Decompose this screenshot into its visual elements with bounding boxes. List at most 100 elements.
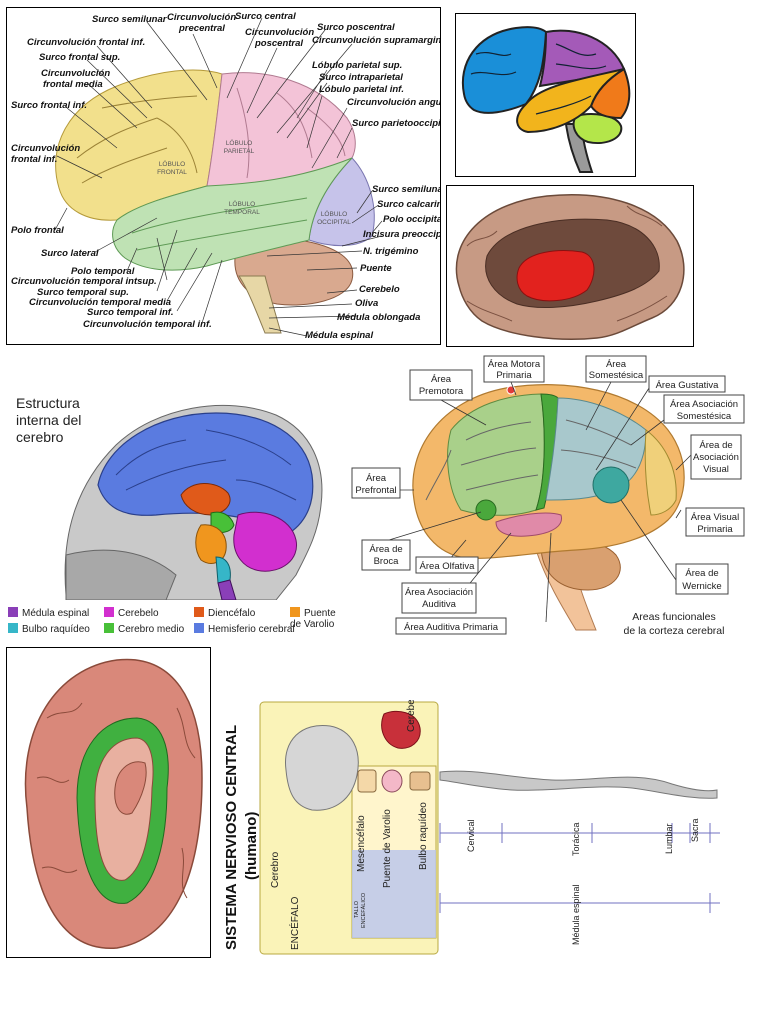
cns-label-medula: Médula espinal bbox=[571, 884, 581, 945]
cns-cerebellum-shape bbox=[381, 710, 421, 749]
internal-structure-title: Estructura interna del cerebro bbox=[16, 395, 81, 446]
label-surco-parietooccipital: Surco parietooccipital bbox=[352, 118, 440, 129]
fa-gyri-lines bbox=[425, 419, 637, 501]
cns-label-cerebelo: Cerebelo bbox=[406, 700, 417, 732]
fa-olfativa: Área Olfativa bbox=[420, 561, 476, 572]
label-lobulo-parietal-sup: Lóbulo parietal sup. bbox=[312, 60, 402, 71]
legend-swatch-bulbo bbox=[8, 623, 18, 633]
label-polo-temporal: Polo temporal bbox=[71, 266, 135, 277]
leader-lines bbox=[54, 17, 383, 337]
brainstem-highlight bbox=[352, 850, 436, 938]
cns-puente-shape bbox=[381, 769, 403, 793]
title-line-3: cerebro bbox=[16, 429, 64, 445]
label-surco-temporal-sup: Surco temporal sup. bbox=[37, 287, 129, 298]
fa-asoc-visual-1: Área de bbox=[699, 440, 732, 451]
legend-item-hemisferio: Hemisferio cerebral bbox=[194, 623, 295, 635]
temporal-gyri-lines bbox=[131, 197, 308, 251]
lateral-brain-labels: Surco semilunar Circunvolución precentra… bbox=[11, 11, 440, 341]
label-incisura-preoccipital: Incisura preoccipital bbox=[363, 229, 440, 240]
fa-visual-primaria-2: Primaria bbox=[697, 524, 733, 535]
cerebral-hemisphere-region bbox=[97, 412, 314, 536]
cns-bulbo-shape bbox=[409, 771, 431, 791]
cns-brain-shape bbox=[285, 724, 359, 811]
fa-motora-1: Área Motora bbox=[488, 359, 541, 370]
brainstem-region bbox=[238, 275, 282, 334]
functional-areas-panel: Área Premotora Área Motora Primaria Área… bbox=[346, 350, 751, 643]
fa-prefrontal-2: Prefrontal bbox=[355, 485, 396, 496]
label-medula-oblongada: Médula oblongada bbox=[337, 312, 420, 323]
lobe-temporal-caption-1: LÓBULO bbox=[229, 199, 255, 208]
hemisphere-gyri-lines bbox=[115, 429, 297, 501]
cns-labels: Cerebelo Cerebro Mesencéfalo Puente de V… bbox=[270, 700, 700, 950]
title-line-1: Estructura bbox=[16, 395, 80, 411]
temporal-lobe-region bbox=[112, 157, 353, 271]
insula-region bbox=[516, 250, 595, 302]
label-lobulo-parietal-inf: Lóbulo parietal inf. bbox=[319, 84, 404, 95]
fa-broca-region bbox=[475, 499, 497, 521]
cns-title-2: (humano) bbox=[243, 812, 260, 880]
legend-item-cerebro-medio: Cerebro medio bbox=[104, 623, 184, 635]
label-circ-frontal-inf-1: Circunvolución bbox=[11, 143, 80, 154]
cns-title-1: SISTEMA NERVIOSO CENTRAL bbox=[223, 725, 240, 950]
colored-temporal bbox=[516, 68, 625, 134]
lobe-frontal-caption-2: FRONTAL bbox=[157, 169, 187, 176]
cns-label-mesencefalo: Mesencéfalo bbox=[356, 815, 367, 872]
legend-label-bulbo: Bulbo raquídeo bbox=[22, 624, 90, 635]
fa-auditiva-primaria: Área Auditiva Primaria bbox=[404, 622, 499, 633]
label-surco-calcarino: Surco calcarino bbox=[377, 199, 440, 210]
fa-wernicke-1: Área de bbox=[685, 568, 718, 579]
label-puente: Puente bbox=[360, 263, 392, 274]
label-polo-frontal: Polo frontal bbox=[11, 225, 64, 236]
lobe-temporal-caption-2: TEMPORAL bbox=[224, 209, 260, 216]
legend-swatch-diencefalo bbox=[194, 607, 204, 617]
limbic-section-figure bbox=[24, 658, 203, 949]
insula-gyri-lines bbox=[466, 205, 668, 322]
label-surco-semilunar-2: Surco semilunar bbox=[372, 184, 440, 195]
cns-label-puente: Puente de Varolio bbox=[382, 809, 393, 888]
fa-broca-1: Área de bbox=[369, 544, 402, 555]
fa-broca-2: Broca bbox=[374, 556, 400, 567]
colored-lobes-figure bbox=[461, 26, 631, 173]
cns-mesencefalo-shape bbox=[357, 769, 377, 793]
fa-label-boxes bbox=[351, 355, 745, 635]
label-medula-espinal: Médula espinal bbox=[305, 330, 373, 341]
label-cerebelo: Cerebelo bbox=[359, 284, 400, 295]
cns-panel: SISTEMA NERVIOSO CENTRAL (humano) Cerebe… bbox=[212, 700, 752, 960]
fa-visual-primaria-1: Área Visual bbox=[691, 512, 739, 523]
label-circ-supramarginal: Circunvolución supramarginal bbox=[312, 35, 440, 46]
legend-item-medula: Médula espinal bbox=[8, 607, 89, 619]
insula-brain-figure bbox=[455, 194, 685, 340]
internal-structure-panel: Estructura interna del cerebro Médula es… bbox=[6, 385, 346, 642]
fa-caption-1: Areas funcionales bbox=[632, 611, 715, 623]
fa-asoc-auditiva-2: Auditiva bbox=[422, 599, 457, 610]
colored-frontal bbox=[461, 26, 548, 114]
label-surco-frontal-sup: Surco frontal sup. bbox=[39, 52, 120, 63]
fa-wernicke-region bbox=[592, 466, 630, 504]
cns-label-toracica: Torácica bbox=[571, 822, 581, 856]
label-n-trigemino: N. trigémino bbox=[363, 246, 419, 257]
cns-title: SISTEMA NERVIOSO CENTRAL (humano) bbox=[223, 725, 260, 950]
fa-caption: Areas funcionales de la corteza cerebral bbox=[624, 611, 725, 637]
cns-label-lumbar: Lumbar bbox=[664, 823, 674, 854]
label-circ-temporal-inf: Circunvolución temporal inf. bbox=[83, 319, 212, 330]
label-surco-semilunar: Surco semilunar bbox=[92, 14, 168, 25]
fa-asoc-visual-2: Asociación bbox=[693, 452, 739, 463]
fa-asoc-visual-3: Visual bbox=[703, 464, 729, 475]
functional-areas-figure: Área Premotora Área Motora Primaria Área… bbox=[351, 355, 745, 637]
label-surco-central: Surco central bbox=[235, 11, 296, 22]
legend-swatch-puente bbox=[290, 607, 300, 617]
label-circ-frontal-inf-top: Circunvolución frontal inf. bbox=[27, 37, 145, 48]
lobe-occipital-caption-2: OCCIPITAL bbox=[317, 219, 351, 226]
legend-label-puente-2: de Varolio bbox=[290, 619, 335, 630]
fa-premotora-1: Área bbox=[431, 374, 452, 385]
colored-gyri-lines bbox=[470, 43, 607, 115]
label-circ-frontal-media-2: frontal media bbox=[43, 79, 103, 90]
cns-label-encefalo: ENCÉFALO bbox=[288, 896, 301, 950]
legend-swatch-hemisferio bbox=[194, 623, 204, 633]
lateral-brain-figure: Surco semilunar Circunvolución precentra… bbox=[11, 11, 440, 341]
label-circ-poscentral-2: poscentral bbox=[254, 38, 303, 49]
colored-lobes-panel bbox=[455, 13, 636, 177]
fa-asoc-somestesica-1: Área Asociación bbox=[670, 399, 738, 410]
limbic-section-panel bbox=[6, 647, 211, 958]
